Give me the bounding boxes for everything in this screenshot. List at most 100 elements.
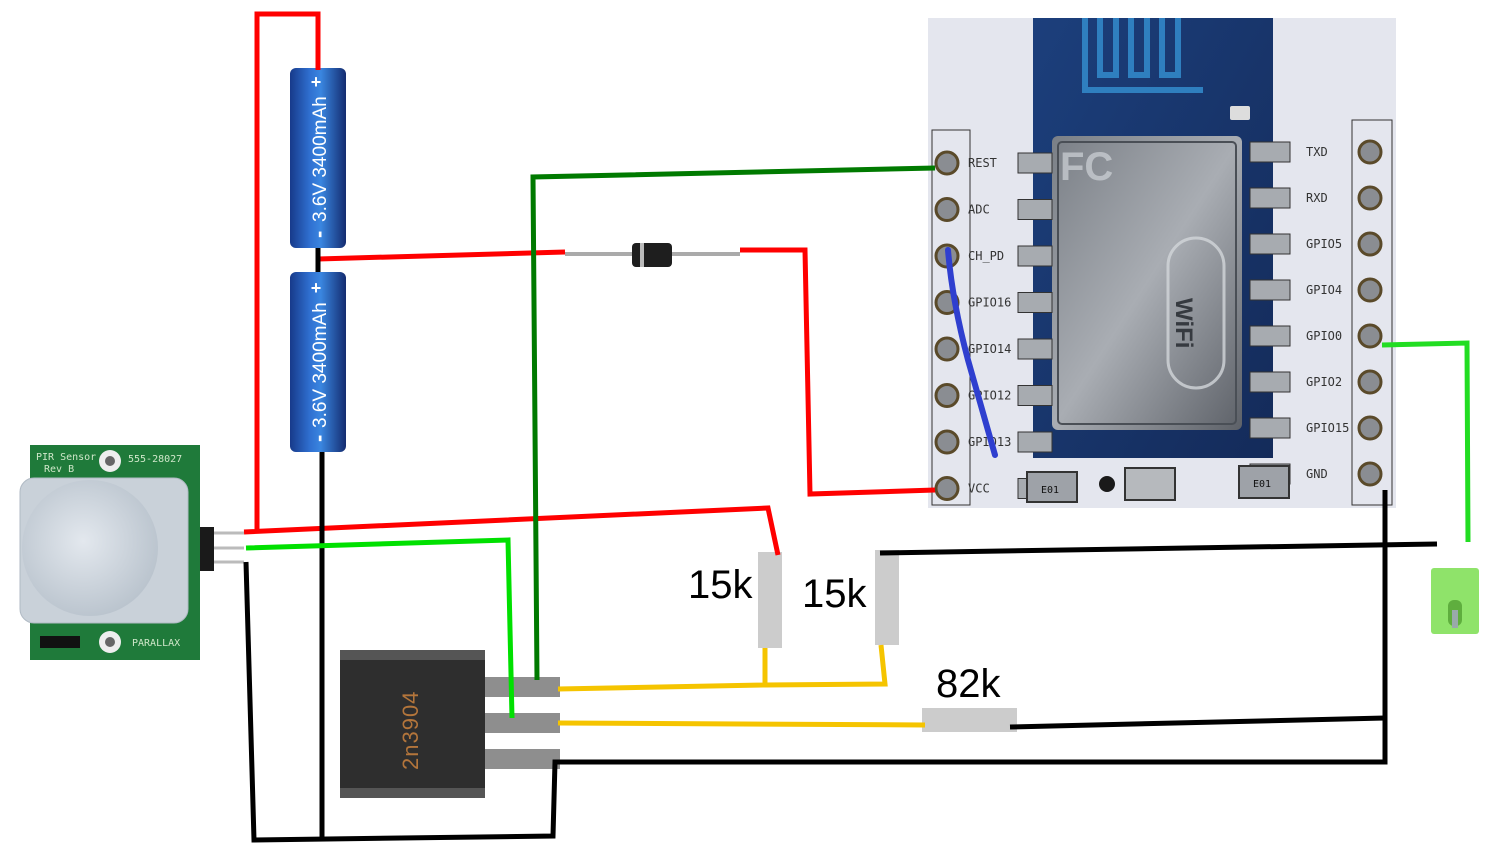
smd-mark-2: E01 xyxy=(1253,479,1271,490)
transistor-2n3904: 2n3904 xyxy=(340,650,560,798)
pin-label-left: ADC xyxy=(968,203,990,217)
pin-label-right: GND xyxy=(1306,467,1328,481)
led-indicator xyxy=(1230,106,1250,120)
pir-header xyxy=(200,527,214,571)
pin-label-left: VCC xyxy=(968,482,990,496)
battery-top-label: 3.6V 3400mAh xyxy=(310,96,331,222)
header-pin-right xyxy=(1357,323,1383,349)
wire-battery-plus xyxy=(254,11,321,530)
module-pad xyxy=(1017,385,1053,406)
pin-label-right: GPIO0 xyxy=(1306,329,1342,343)
pin-label-right: GPIO5 xyxy=(1306,237,1342,251)
header-pin-right xyxy=(1357,277,1383,303)
pir-rev: Rev B xyxy=(44,464,74,475)
svg-text:WiFi: WiFi xyxy=(1170,298,1197,348)
shield-can xyxy=(1052,136,1242,430)
module-pad xyxy=(1017,338,1053,360)
module-pad xyxy=(1017,152,1053,174)
module-pad xyxy=(1249,233,1291,255)
pin-label-right: TXD xyxy=(1306,145,1328,159)
module-pad xyxy=(1249,187,1291,209)
resistor-15k-2: 15k xyxy=(802,550,899,645)
wire-collector-to-15k xyxy=(557,648,768,692)
header-pin-left xyxy=(934,336,960,362)
resistor-1-label: 15k xyxy=(688,563,753,607)
pir-part-number: 555-28027 xyxy=(128,454,182,465)
antenna-trace xyxy=(1082,18,1203,93)
module-pad xyxy=(1017,292,1053,313)
module-pad xyxy=(1249,371,1291,393)
battery-bottom-label: 3.6V 3400mAh xyxy=(310,302,331,428)
pir-sensor: PIR Sensor Rev B 555-28027 PARALLAX xyxy=(19,445,244,660)
transistor-label: 2n3904 xyxy=(398,691,423,770)
module-pad xyxy=(1249,279,1291,301)
resistor-15k-1: 15k xyxy=(688,552,782,648)
header-pin-left xyxy=(934,197,960,222)
battery-top: + - 3.6V 3400mAh xyxy=(290,68,346,248)
wire-divider-15k-2 xyxy=(764,644,888,688)
header-pin-right xyxy=(1357,415,1383,441)
resistor-3-label: 82k xyxy=(936,662,1001,706)
wire-ground-bus xyxy=(243,490,1388,843)
esp8266-board: FC WiFi RESTADCCH_PDGPIO16GPIO14GPIO12GP… xyxy=(928,18,1396,508)
resistor-82k: 82k xyxy=(922,662,1017,732)
wire-base-to-82k xyxy=(557,720,926,728)
module-pad xyxy=(1249,325,1291,347)
wire-82k-to-gnd xyxy=(1009,715,1386,730)
header-pin-right xyxy=(1357,231,1383,257)
pin-label-right: GPIO15 xyxy=(1306,421,1349,435)
header-pin-right xyxy=(1357,139,1383,165)
battery-top-plus: + xyxy=(311,72,322,92)
pir-brand: PARALLAX xyxy=(132,638,180,649)
wire-pir-vcc xyxy=(243,505,781,556)
pin-label-right: GPIO2 xyxy=(1306,375,1342,389)
blue-jumper-wire xyxy=(945,247,998,458)
header-pin-left xyxy=(934,476,960,501)
header-pin-right xyxy=(1357,461,1383,487)
battery-top-minus: - xyxy=(306,231,331,238)
wire-diode-to-vcc xyxy=(740,247,936,497)
pir-title: PIR Sensor xyxy=(36,452,96,463)
wire-pir-out xyxy=(245,537,515,719)
smd-mark-1: E01 xyxy=(1041,485,1059,496)
header-pin-left xyxy=(934,150,960,176)
pin-label-left: REST xyxy=(968,156,997,170)
transistor-pin-collector xyxy=(485,677,560,697)
fcc-logo: FC xyxy=(1060,145,1113,189)
pir-dome xyxy=(22,480,158,616)
mounting-hole xyxy=(1099,476,1115,492)
jumper-cap xyxy=(1431,568,1479,634)
resistor-2-label: 15k xyxy=(802,572,867,616)
battery-bottom: + - 3.6V 3400mAh xyxy=(290,272,346,452)
wires xyxy=(243,11,1471,843)
header-pin-right xyxy=(1357,369,1383,395)
module-pad xyxy=(1249,417,1291,439)
wire-15k-to-jumper xyxy=(879,541,1438,556)
wifi-logo xyxy=(1166,236,1226,390)
wire-reset xyxy=(530,165,936,681)
module-pad xyxy=(1017,245,1053,267)
header-pin-left xyxy=(934,429,960,455)
pin-label-left: GPIO14 xyxy=(968,342,1011,356)
module-pad xyxy=(1017,199,1053,220)
header-pin-left xyxy=(934,383,960,408)
battery-bottom-plus: + xyxy=(311,278,322,298)
wire-gpio0 xyxy=(1381,340,1471,543)
right-header-outline xyxy=(1351,119,1393,506)
pin-label-right: RXD xyxy=(1306,191,1328,205)
module-pads-right xyxy=(1249,141,1291,485)
pir-jumper xyxy=(40,636,80,648)
pin-label-right: GPIO4 xyxy=(1306,283,1342,297)
pin-label-left: GPIO16 xyxy=(968,296,1011,310)
smd-components: E01 E01 xyxy=(1026,465,1290,503)
transistor-pin-emitter xyxy=(485,749,560,769)
wire-battery-mid-to-diode xyxy=(317,249,566,262)
transistor-pin-base xyxy=(485,713,560,733)
module-pad xyxy=(1249,141,1291,163)
battery-bottom-minus: - xyxy=(306,435,331,442)
left-header-outline xyxy=(931,129,971,506)
diode xyxy=(565,243,740,267)
module-pad xyxy=(1017,431,1053,453)
